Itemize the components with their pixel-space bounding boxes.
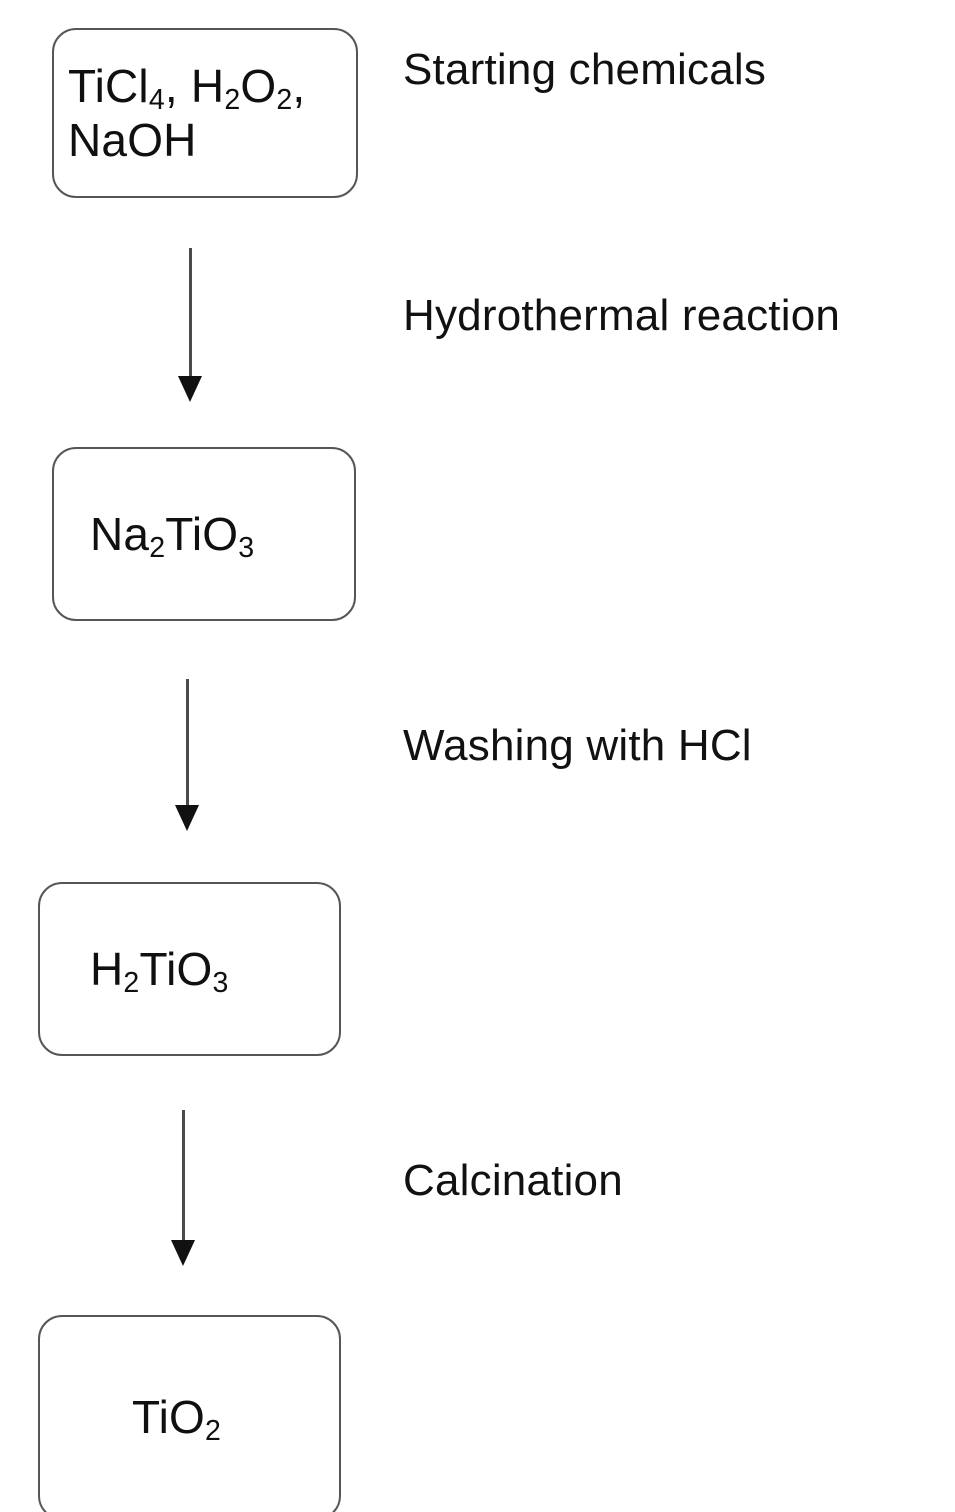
arrow-node2-to-node3 [174, 679, 200, 831]
subscript-2: 2 [149, 531, 166, 564]
arrow-node1-to-node2 [177, 248, 203, 402]
arrow-shaft [182, 1110, 185, 1242]
formula-part: NaOH [68, 114, 197, 166]
titanic-acid-box: H2TiO3 [38, 882, 341, 1056]
arrowhead-down-icon [178, 376, 202, 402]
subscript-2: 2 [276, 83, 293, 116]
starting-chemicals-label: Starting chemicals [403, 45, 767, 94]
titanium-dioxide-formula: TiO2 [132, 1390, 222, 1448]
subscript-3: 3 [212, 966, 229, 999]
subscript-2: 2 [224, 83, 241, 116]
starting-chemicals-formula: TiCl4, H2O2, NaOH [68, 59, 305, 168]
arrow-shaft [186, 679, 189, 807]
formula-part: TiO3 [139, 942, 229, 999]
formula-part: H2 [190, 59, 241, 116]
calcination-label: Calcination [403, 1156, 623, 1205]
titanic-acid-formula: H2TiO3 [90, 942, 229, 999]
arrowhead-down-icon [171, 1240, 195, 1266]
formula-part: TiO2 [132, 1391, 222, 1448]
hydrothermal-reaction-label: Hydrothermal reaction [403, 291, 841, 340]
arrow-shaft [189, 248, 192, 378]
subscript-2: 2 [205, 1415, 222, 1448]
formula-part: TiCl4, [68, 59, 191, 116]
formula-part: O2, [240, 59, 306, 116]
titanium-dioxide-box: TiO2 [38, 1315, 341, 1512]
sodium-titanate-formula: Na2TiO3 [90, 507, 255, 564]
subscript-2: 2 [123, 966, 140, 999]
subscript-4: 4 [148, 83, 165, 116]
formula-part: Na2 [90, 507, 166, 564]
arrow-node3-to-node4 [170, 1110, 196, 1266]
subscript-3: 3 [238, 531, 255, 564]
formula-part: TiO3 [165, 507, 255, 564]
starting-chemicals-box: TiCl4, H2O2, NaOH [52, 28, 358, 198]
washing-with-hcl-label: Washing with HCl [403, 721, 752, 770]
sodium-titanate-box: Na2TiO3 [52, 447, 356, 621]
arrowhead-down-icon [175, 805, 199, 831]
formula-part: H2 [90, 942, 140, 999]
